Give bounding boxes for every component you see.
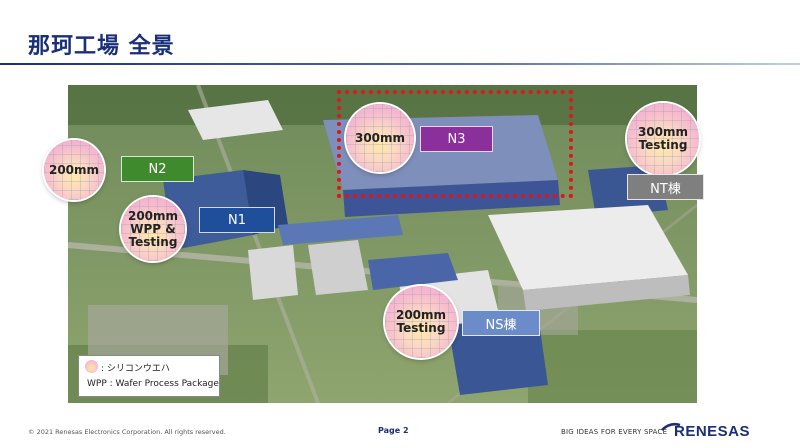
slogan-text: BIG IDEAS FOR EVERY SPACE xyxy=(561,428,668,436)
wafer-200mm-wpp-testing: 200mm WPP & Testing xyxy=(121,197,185,261)
building-label-n2: N2 xyxy=(121,156,194,182)
title-divider xyxy=(0,63,800,65)
building-label-ns: NS棟 xyxy=(462,310,540,336)
wafer-200mm-n2: 200mm xyxy=(44,140,104,200)
wafer-legend-icon xyxy=(85,360,98,373)
renesas-logo: RENESAS xyxy=(660,421,775,443)
wafer-200mm-testing-ns: 200mm Testing xyxy=(385,286,457,358)
copyright-text: © 2021 Renesas Electronics Corporation. … xyxy=(28,428,226,436)
wafer-300mm-n3: 300mm xyxy=(346,104,414,172)
legend-box: : シリコンウエハ WPP : Wafer Process Package xyxy=(78,355,220,397)
page-number: Page 2 xyxy=(378,426,409,435)
building-label-nt: NT棟 xyxy=(627,174,704,200)
legend-wafer-text: : シリコンウエハ xyxy=(101,364,170,374)
slide-title: 那珂工場 全景 xyxy=(28,34,175,59)
legend-wpp-text: WPP : Wafer Process Package xyxy=(87,379,219,389)
logo-text: RENESAS xyxy=(674,423,750,439)
wafer-300mm-testing: 300mm Testing xyxy=(627,103,699,175)
n3-highlight-frame xyxy=(337,90,573,198)
building-label-n1: N1 xyxy=(199,207,275,233)
building-label-n3: N3 xyxy=(420,126,493,152)
